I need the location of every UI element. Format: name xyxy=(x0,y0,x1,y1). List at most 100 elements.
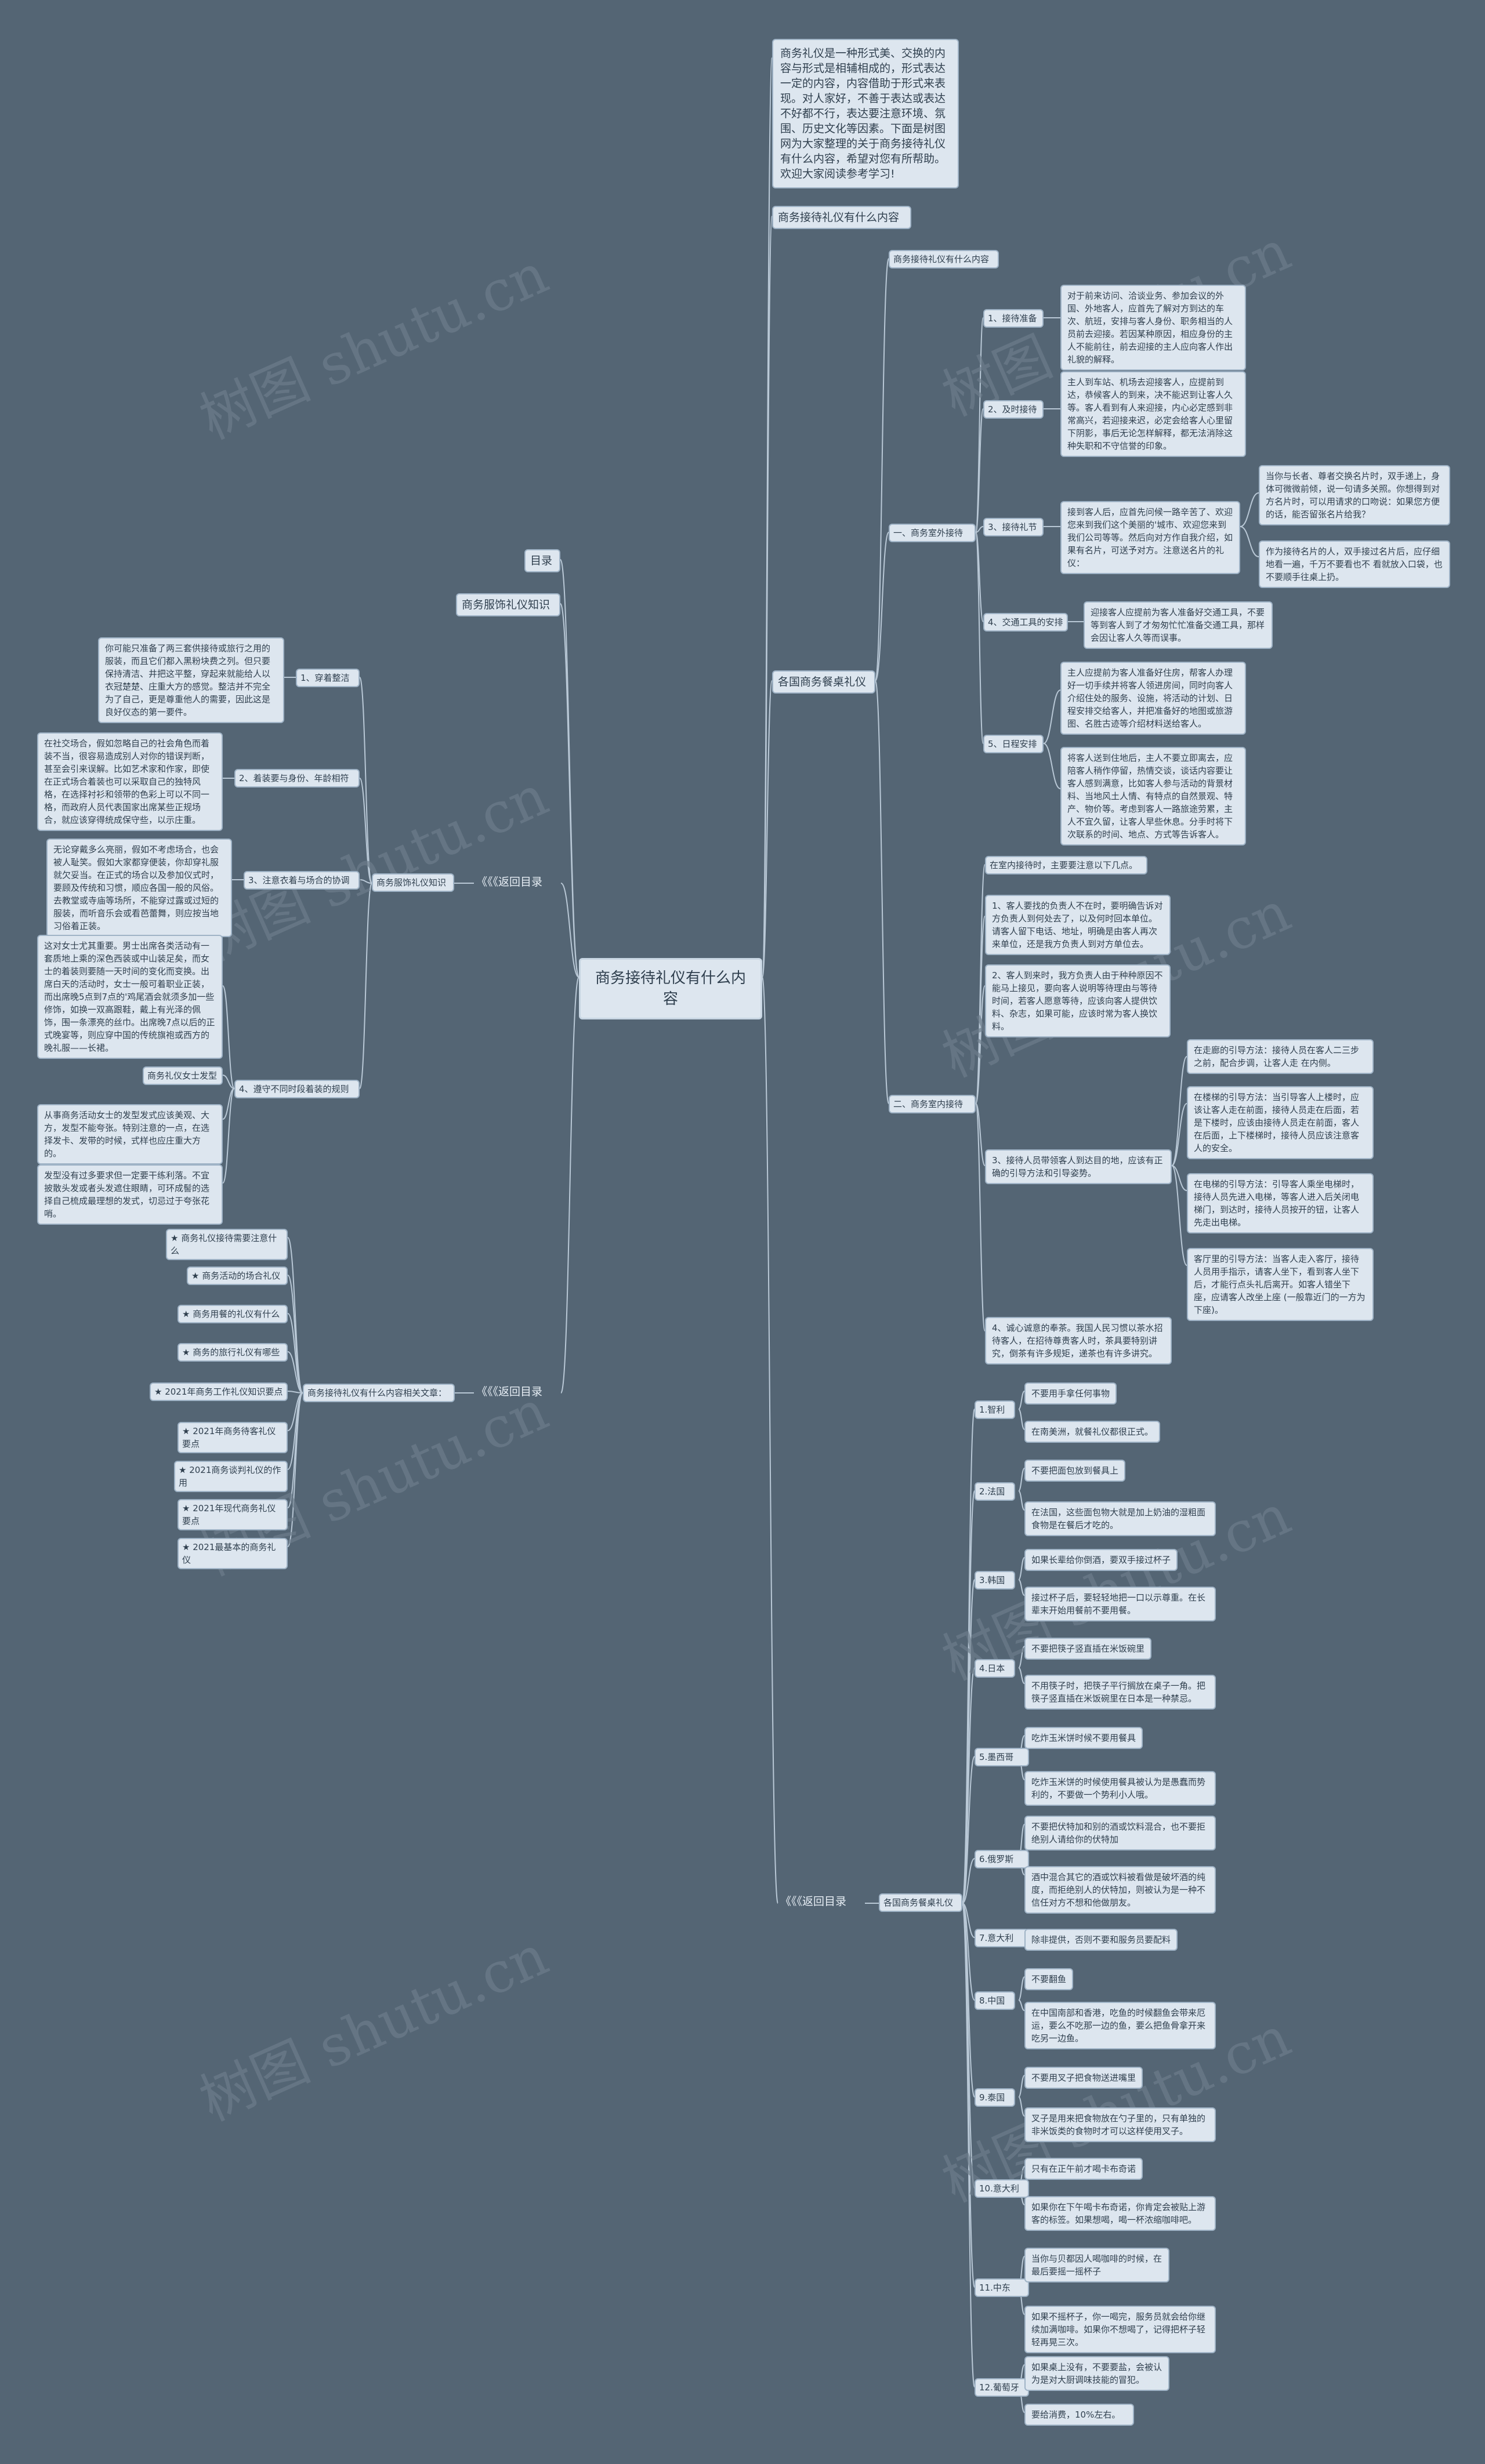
country-label[interactable]: 10.意大利 xyxy=(975,2179,1029,2198)
connector-line xyxy=(762,680,773,978)
dining-rule: 在南美洲，就餐礼仪都很正式。 xyxy=(1024,1421,1160,1443)
connector-line xyxy=(359,778,372,884)
country-label[interactable]: 12.葡萄牙 xyxy=(975,2378,1029,2397)
related-article-item[interactable]: ★ 2021年现代商务礼仪要点 xyxy=(178,1499,288,1530)
dress-knowledge-node[interactable]: 商务服饰礼仪知识 xyxy=(456,593,560,616)
related-article-item[interactable]: ★ 2021商务谈判礼仪的作用 xyxy=(174,1461,288,1492)
country-label[interactable]: 8.中国 xyxy=(975,1991,1015,2010)
dining-rule: 如果桌上没有，不要要盐，会被认为是对大厨调味技能的冒犯。 xyxy=(1024,2356,1169,2391)
connector-line xyxy=(762,977,778,1904)
catalog-node[interactable]: 目录 xyxy=(524,549,560,572)
connector-line xyxy=(962,1903,975,1938)
summary-text: 商务礼仪是一种形式美、交换的内容与形式是相辅相成的，形式表达一定的内容，内容借助… xyxy=(772,39,959,188)
dining-rule: 吃炸玉米饼的时候使用餐具被认为是愚蠢而势利的，不要做一个势利小人哦。 xyxy=(1024,1771,1216,1806)
connector-line xyxy=(1018,1999,1025,2011)
connector-line xyxy=(222,985,235,1089)
connector-line xyxy=(287,1391,303,1394)
outdoor-step-label[interactable]: 3、接待礼节 xyxy=(983,518,1044,536)
outdoor-step-label[interactable]: 4、交通工具的安排 xyxy=(983,613,1068,632)
connector-line xyxy=(875,680,889,1104)
what-content-sub[interactable]: 商务接待礼仪有什么内容 xyxy=(889,250,999,268)
back-to-catalog-link-2[interactable]: 《《《返回目录 xyxy=(476,1385,543,1398)
outdoor-reception-node[interactable]: 一、商务室外接待 xyxy=(889,524,976,542)
connector-line xyxy=(975,916,986,1104)
related-article-item[interactable]: ★ 2021最基本的商务礼仪 xyxy=(178,1538,288,1569)
dress-rule-2-text: 在社交场合，假如忽略自己的社会角色而着装不当，很容易造成别人对你的错误判断，甚至… xyxy=(37,732,223,831)
indoor-reception-node[interactable]: 二、商务室内接待 xyxy=(889,1095,976,1113)
connector-line xyxy=(1018,1667,1025,1684)
center-topic[interactable]: 商务接待礼仪有什么内容 xyxy=(579,958,762,1019)
connector-line xyxy=(287,1313,303,1394)
dining-rule: 如果不摇杯子，你一喝完，服务员就会给你继续加满咖啡。如果你不想喝了，记得把杯子轻… xyxy=(1024,2306,1216,2353)
connector-line xyxy=(1018,2096,1025,2117)
indoor-point: 3、接待人员带领客人到达目的地，应该有正确的引导方法和引导姿势。 xyxy=(985,1149,1172,1184)
dining-rule: 只有在正午前才喝卡布奇诺 xyxy=(1024,2158,1143,2180)
related-article-item[interactable]: ★ 商务用餐的礼仪有什么 xyxy=(178,1305,288,1323)
dining-rule: 不要用手拿任何事物 xyxy=(1024,1382,1117,1405)
dining-rule: 除非提供，否则不要和服务员要配料 xyxy=(1024,1929,1178,1951)
country-label[interactable]: 11.中东 xyxy=(975,2278,1029,2297)
outdoor-step-text: 主人应提前为客人准备好住房，帮客人办理好一切手续并将客人领进房间，同时向客人介绍… xyxy=(1060,662,1246,735)
business-card-tip: 作为接待名片的人，双手接过名片后，应仔细地看一遍，千万不要看也不 看就放入口袋，… xyxy=(1259,540,1450,588)
connector-line xyxy=(875,532,889,681)
dress-rule-4-text-2: 商务礼仪女士发型 xyxy=(143,1066,223,1085)
connector-line xyxy=(975,408,984,533)
connector-line xyxy=(975,985,986,1104)
dining-rule: 叉子是用来把食物放在勺子里的，只有单独的非米饭类的食物时才可以这样使用叉子。 xyxy=(1024,2107,1216,2142)
connector-line xyxy=(1018,1409,1025,1430)
dining-rule: 不要把筷子竖直插在米饭碗里 xyxy=(1024,1638,1151,1660)
outdoor-step-label[interactable]: 2、及时接待 xyxy=(983,400,1044,419)
indoor-point: 2、客人到来时，我方负责人由于种种原因不能马上接见，要向客人说明等待理由与等待时… xyxy=(985,964,1171,1037)
outdoor-step-text: 接到客人后，应首先问候一路辛苦了、欢迎您来到我们这个美丽的'城市、欢迎您来到我们… xyxy=(1060,501,1240,574)
dress-rule-1-label[interactable]: 1、穿着整洁 xyxy=(296,669,360,687)
related-article-item[interactable]: ★ 2021年商务工作礼仪知识要点 xyxy=(150,1382,288,1401)
connector-line xyxy=(962,1903,975,2387)
outdoor-step-label[interactable]: 5、日程安排 xyxy=(983,735,1044,753)
dining-etiquette-sub[interactable]: 各国商务餐桌礼仪 xyxy=(879,1893,962,1912)
related-articles-title[interactable]: 商务接待礼仪有什么内容相关文章： xyxy=(303,1384,455,1402)
indoor-point: 1、客人要找的负责人不在时，要明确告诉对方负责人到何处去了，以及何时回本单位。请… xyxy=(985,895,1171,955)
dress-rule-4-label[interactable]: 4、遵守不同时段着装的规则 xyxy=(234,1080,360,1098)
back-to-catalog-link[interactable]: 《《《返回目录 xyxy=(476,876,543,888)
connector-line xyxy=(975,1103,986,1331)
what-content-node[interactable]: 商务接待礼仪有什么内容 xyxy=(772,206,911,229)
outdoor-step-text: 主人到车站、机场去迎接客人，应提前到达，恭候客人的到来，决不能迟到让客人久等。客… xyxy=(1060,371,1246,457)
dress-rule-3-text: 无论穿戴多么亮丽，假如不考虑场合，也会被人耻笑。假如大家都穿便装，你却穿礼服就欠… xyxy=(46,839,232,937)
dress-rule-4-text-1: 这对女士尤其重要。男士出席各类活动有一套质地上乘的深色西装或中山装足矣，而女士的… xyxy=(37,935,223,1059)
country-label[interactable]: 6.俄罗斯 xyxy=(975,1850,1029,1868)
connector-line xyxy=(975,526,984,533)
connector-line xyxy=(287,1392,303,1547)
dining-rule: 当你与贝都因人喝咖啡的时候，在最后要摇一摇杯子 xyxy=(1024,2248,1169,2282)
related-article-item[interactable]: ★ 2021年商务待客礼仪要点 xyxy=(178,1422,288,1453)
country-label[interactable]: 7.意大利 xyxy=(975,1929,1029,1947)
connector-line xyxy=(287,1351,303,1394)
dining-rule: 在中国南部和香港，吃鱼的时候翻鱼会带来厄运，要么不吃那一边的鱼，要么把鱼骨拿开来… xyxy=(1024,2002,1216,2049)
dress-rule-3-label[interactable]: 3、注意衣着与场合的协调 xyxy=(244,871,360,890)
dress-rule-2-label[interactable]: 2、着装要与身份、年龄相符 xyxy=(234,769,360,788)
outdoor-step-label[interactable]: 1、接待准备 xyxy=(983,309,1044,328)
dining-rule: 酒中混合其它的酒或饮料被看做是破坏酒的纯度，而拒绝别人的伏特加，则被认为是一种不… xyxy=(1024,1866,1216,1914)
country-label[interactable]: 3.韩国 xyxy=(975,1571,1015,1590)
connector-line xyxy=(222,1075,235,1089)
connector-line xyxy=(875,258,889,681)
connector-line xyxy=(962,1858,975,1904)
dining-etiquette-node[interactable]: 各国商务餐桌礼仪 xyxy=(772,670,875,694)
connector-line xyxy=(1171,1165,1187,1266)
dining-rule: 不用筷子时，把筷子平行搁放在桌子一角。把筷子竖直插在米饭碗里在日本是一种禁忌。 xyxy=(1024,1675,1216,1710)
country-label[interactable]: 4.日本 xyxy=(975,1659,1015,1678)
guide-method: 在走廊的引导方法：接待人员在客人二三步之前，配合步调，让客人走 在内侧。 xyxy=(1187,1039,1374,1074)
country-label[interactable]: 9.泰国 xyxy=(975,2088,1015,2107)
dress-knowledge-sub[interactable]: 商务服饰礼仪知识 xyxy=(372,873,454,892)
country-label[interactable]: 2.法国 xyxy=(975,1482,1015,1501)
dress-rule-4-text-4: 发型没有过多要求但一定要干练利落。不宜披散头发或者头发遮住眼睛，可环成髻的选择自… xyxy=(37,1164,223,1225)
connector-line xyxy=(560,977,579,1394)
related-article-item[interactable]: ★ 商务的旅行礼仪有哪些 xyxy=(178,1343,288,1362)
country-label[interactable]: 5.墨西哥 xyxy=(975,1748,1029,1766)
related-article-item[interactable]: ★ 商务活动的场合礼仪 xyxy=(187,1267,288,1285)
related-article-item[interactable]: ★ 商务礼仪接待需要注意什么 xyxy=(166,1229,288,1260)
country-label[interactable]: 1.智利 xyxy=(975,1400,1015,1419)
dining-rule: 不要翻鱼 xyxy=(1024,1968,1073,1990)
guide-method: 在电梯的引导方法：引导客人乘坐电梯时，接待人员先进入电梯，等客人进入后关闭电梯门… xyxy=(1187,1173,1374,1233)
back-to-catalog-link-3[interactable]: 《《《返回目录 xyxy=(780,1895,847,1908)
